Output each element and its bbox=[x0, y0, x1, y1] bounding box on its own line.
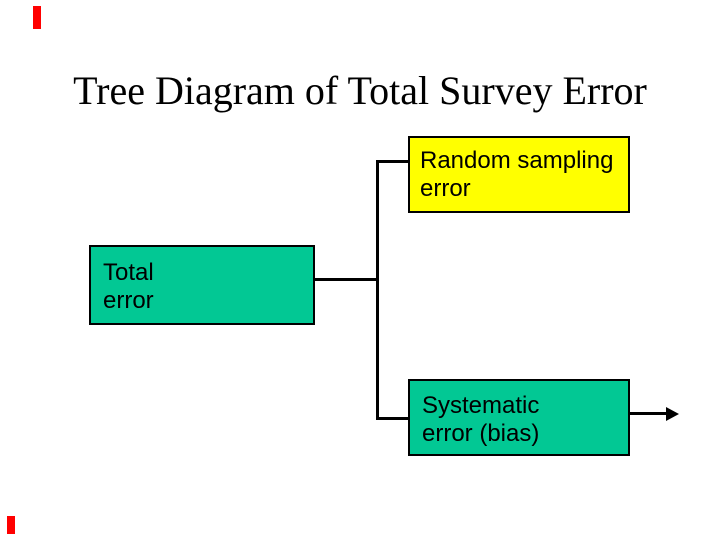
node-label-line: error (bias) bbox=[422, 420, 540, 447]
node-label-line: Total bbox=[103, 259, 154, 286]
node-label-line: Systematic bbox=[422, 392, 540, 419]
connector-total-to-trunk bbox=[314, 278, 378, 281]
connector-trunk-to-random bbox=[376, 160, 408, 163]
arrowhead-right-icon bbox=[666, 407, 679, 421]
slide-title: Tree Diagram of Total Survey Error bbox=[73, 68, 647, 113]
output-arrow-line bbox=[630, 412, 668, 415]
node-total-error: Total error bbox=[89, 245, 315, 325]
red-marker-top bbox=[33, 6, 41, 29]
red-marker-bottom bbox=[7, 516, 15, 534]
node-label-line: error bbox=[420, 175, 471, 202]
node-random-sampling-error: Random sampling error bbox=[408, 136, 630, 213]
connector-trunk-to-systematic bbox=[376, 417, 408, 420]
connector-trunk-vertical bbox=[376, 160, 379, 420]
node-systematic-error: Systematic error (bias) bbox=[408, 379, 630, 456]
node-label-line: Random sampling bbox=[420, 147, 614, 174]
node-label-line: error bbox=[103, 287, 154, 314]
